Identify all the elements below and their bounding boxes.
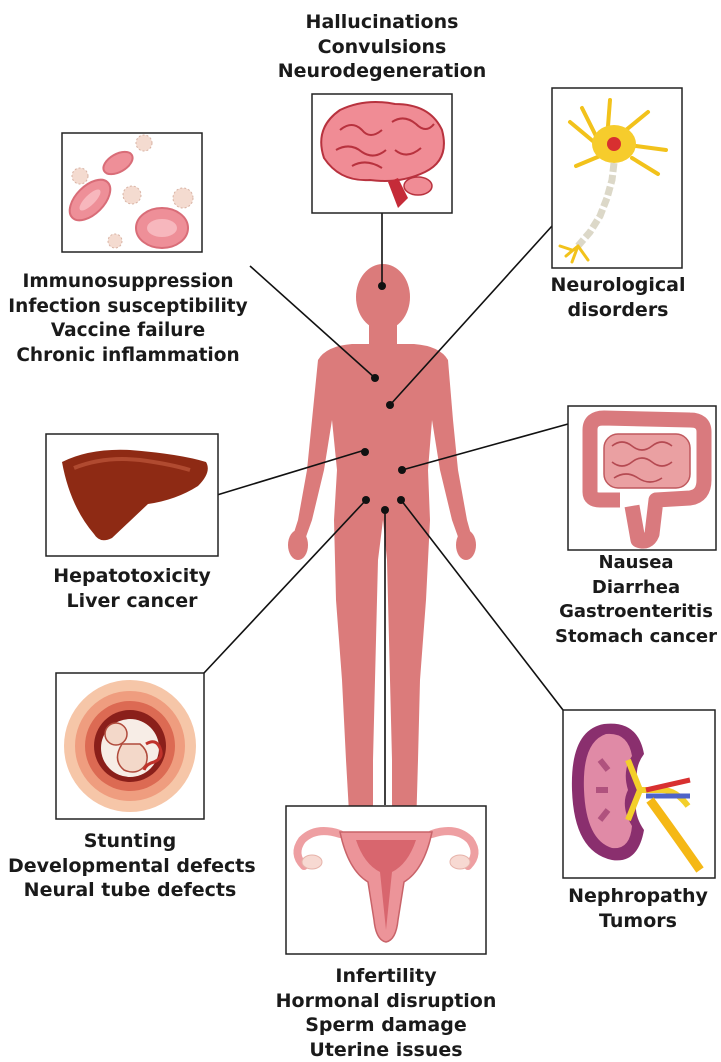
intestine-effect-3: Gastroenteritis	[553, 600, 719, 625]
fetus-effect-1: Stunting	[8, 829, 252, 854]
connector-immune	[250, 266, 375, 378]
human-body-figure	[288, 264, 476, 848]
immune-effect-4: Chronic inflammation	[2, 344, 254, 369]
connector-neuron	[390, 226, 552, 405]
intestine-effect-1: Nausea	[553, 551, 719, 576]
brain-effect-1: Hallucinations	[272, 10, 492, 35]
neuron-box	[552, 88, 682, 268]
liver-effects-label: Hepatotoxicity Liver cancer	[44, 564, 220, 613]
intestine-effect-2: Diarrhea	[553, 576, 719, 601]
reproductive-effect-3: Sperm damage	[266, 1013, 506, 1038]
blood-cells-box	[62, 133, 202, 252]
kidney-effect-2: Tumors	[560, 909, 716, 934]
brain-box	[312, 94, 452, 213]
intestine-effect-4: Stomach cancer	[553, 625, 719, 650]
immune-effect-1: Immunosuppression	[2, 270, 254, 295]
brain-effect-3: Neurodegeneration	[272, 59, 492, 84]
neuron-effect-2: disorders	[540, 298, 696, 323]
reproductive-effects-label: Infertility Hormonal disruption Sperm da…	[266, 964, 506, 1062]
neuron-effect-1: Neurological	[540, 273, 696, 298]
intestine-effects-label: Nausea Diarrhea Gastroenteritis Stomach …	[553, 551, 719, 649]
liver-effect-2: Liver cancer	[44, 589, 220, 614]
fetus-effect-3: Neural tube defects	[8, 878, 252, 903]
kidney-box	[563, 710, 715, 878]
reproductive-effect-1: Infertility	[266, 964, 506, 989]
kidney-effect-1: Nephropathy	[560, 884, 716, 909]
fetus-icon	[64, 680, 196, 812]
intestine-box	[568, 406, 716, 550]
immune-effect-2: Infection susceptibility	[2, 295, 254, 320]
neuron-effects-label: Neurological disorders	[540, 273, 696, 322]
reproductive-effect-2: Hormonal disruption	[266, 989, 506, 1014]
fetus-box	[56, 673, 204, 819]
kidney-effects-label: Nephropathy Tumors	[560, 884, 716, 933]
reproductive-effect-4: Uterine issues	[266, 1038, 506, 1062]
liver-effect-1: Hepatotoxicity	[44, 564, 220, 589]
brain-effect-2: Convulsions	[272, 35, 492, 60]
fetus-effects-label: Stunting Developmental defects Neural tu…	[8, 829, 252, 903]
fetus-effect-2: Developmental defects	[8, 854, 252, 879]
liver-box	[46, 434, 218, 556]
immune-effect-3: Vaccine failure	[2, 319, 254, 344]
uterus-box	[286, 806, 486, 954]
immune-effects-label: Immunosuppression Infection susceptibili…	[2, 270, 254, 368]
brain-effects-label: Hallucinations Convulsions Neurodegenera…	[272, 10, 492, 84]
